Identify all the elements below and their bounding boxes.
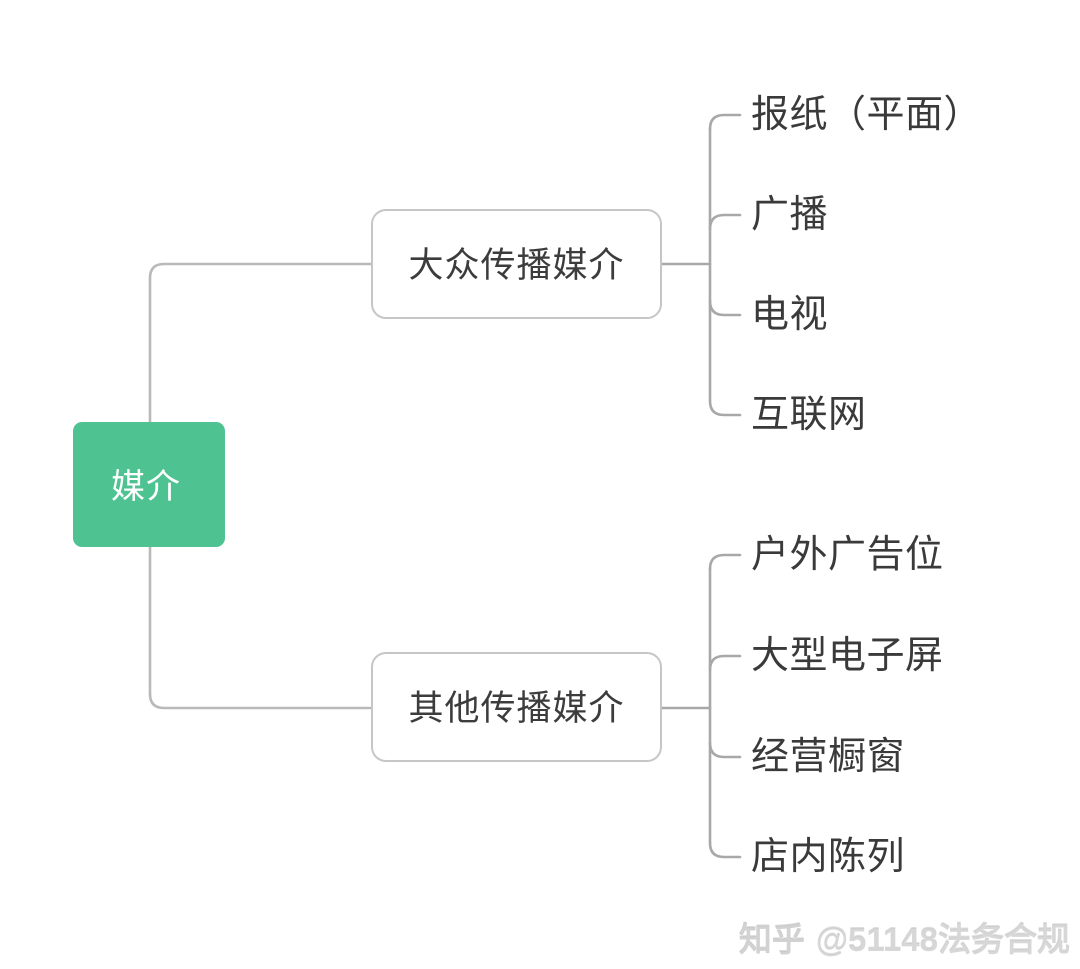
leaf-node-shop-window[interactable]: 经营橱窗	[751, 736, 906, 778]
watermark-handle-label: @51148法务合规	[815, 920, 1070, 958]
leaf-node-large-screen[interactable]: 大型电子屏	[751, 635, 944, 677]
edge-branch-1-leaf-3	[708, 841, 742, 859]
edge-branch-0-leaf-3	[708, 399, 742, 417]
leaf-node-internet[interactable]: 互联网	[751, 394, 867, 436]
leaf-node-in-store-display[interactable]: 店内陈列	[751, 836, 906, 878]
branch-node-label: 大众传播媒介	[408, 245, 625, 285]
edge-branch-1-leaf-0	[708, 553, 742, 571]
watermark: 知乎 @51148法务合规	[738, 917, 1070, 961]
edge-root-to-branch-1	[148, 692, 373, 710]
branch-node-other-media[interactable]: 其他传播媒介	[371, 652, 662, 762]
leaf-node-newspaper[interactable]: 报纸（平面）	[751, 94, 983, 136]
edge-branch-0-leaf-1	[708, 213, 742, 231]
edge-branch-0-leaf-2	[708, 299, 742, 317]
watermark-platform-label: 知乎	[738, 920, 805, 958]
branch-node-mass-media[interactable]: 大众传播媒介	[371, 209, 662, 319]
edge-branch-0-leaf-0	[708, 113, 742, 131]
leaf-node-radio[interactable]: 广播	[751, 194, 829, 236]
leaf-node-television[interactable]: 电视	[751, 294, 829, 336]
root-node[interactable]: 媒介	[73, 422, 225, 547]
leaf-node-outdoor-ad[interactable]: 户外广告位	[751, 534, 944, 576]
branch-node-label: 其他传播媒介	[408, 688, 625, 728]
edge-root-to-branch-0	[148, 262, 373, 280]
edge-branch-1-leaf-1	[708, 654, 742, 672]
edge-branch-1-leaf-2	[708, 741, 742, 759]
root-node-label: 媒介	[111, 467, 181, 506]
